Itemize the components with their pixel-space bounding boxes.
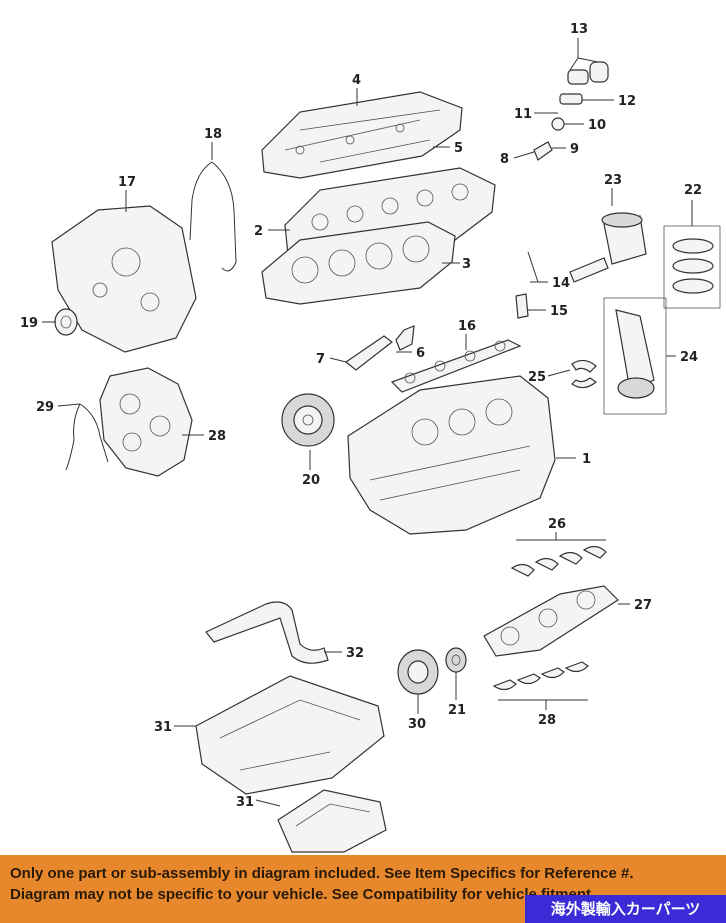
valve-lifter xyxy=(395,325,415,351)
cam-sprocket xyxy=(281,393,335,447)
callout-31-lower: 31 xyxy=(236,795,254,810)
piston-rings xyxy=(663,225,721,309)
valve-cover xyxy=(261,91,463,179)
crank-sprocket xyxy=(445,647,467,673)
callout-11: 11 xyxy=(514,107,532,122)
crank-pulley xyxy=(397,649,439,695)
callout-labels: 1 2 3 4 5 6 7 8 9 10 11 12 13 14 15 16 1… xyxy=(20,22,702,810)
callout-15: 15 xyxy=(550,304,568,319)
callout-6: 6 xyxy=(416,346,425,361)
callout-16: 16 xyxy=(458,319,476,334)
callout-17: 17 xyxy=(118,175,136,190)
engine-parts-diagram: 1 2 3 4 5 6 7 8 9 10 11 12 13 14 15 16 1… xyxy=(20,22,721,853)
disclaimer-line-1: Only one part or sub-assembly in diagram… xyxy=(10,865,634,882)
connecting-rod xyxy=(603,297,667,415)
callout-8: 8 xyxy=(500,152,509,167)
callout-23: 23 xyxy=(604,173,622,188)
engine-block xyxy=(347,375,556,535)
head-gasket xyxy=(261,221,456,305)
callout-24: 24 xyxy=(680,350,698,365)
callout-9: 9 xyxy=(570,142,579,157)
rear-cover-gasket xyxy=(65,403,109,471)
sensor xyxy=(515,293,529,319)
callout-3: 3 xyxy=(462,257,471,272)
rod-bearings xyxy=(571,359,598,389)
callout-2: 2 xyxy=(254,224,263,239)
main-bearings-upper xyxy=(510,545,607,577)
disclaimer-text: Only one part or sub-assembly in diagram… xyxy=(10,863,700,905)
oil-pan-lower xyxy=(277,789,387,853)
leader-lines xyxy=(42,38,693,807)
crankshaft xyxy=(483,585,619,657)
callout-27: 27 xyxy=(634,598,652,613)
front-seal xyxy=(54,308,78,336)
callout-29: 29 xyxy=(36,400,54,415)
callout-31-upper: 31 xyxy=(154,720,172,735)
callout-19: 19 xyxy=(20,316,38,331)
piston-assembly xyxy=(569,212,647,283)
callout-14: 14 xyxy=(552,276,570,291)
callout-4: 4 xyxy=(352,73,361,88)
oil-pickup-tube xyxy=(205,601,329,664)
callout-18: 18 xyxy=(204,127,222,142)
callout-12: 12 xyxy=(618,94,636,109)
callout-28-upper: 28 xyxy=(208,429,226,444)
main-bearings-lower xyxy=(492,661,589,691)
callout-7: 7 xyxy=(316,352,325,367)
rocker-arm xyxy=(344,335,393,371)
oil-pan-upper xyxy=(195,675,385,795)
callout-28-lower: 28 xyxy=(538,713,556,728)
camshaft xyxy=(390,339,522,393)
callout-1: 1 xyxy=(582,452,591,467)
shop-banner: 海外製輸入カーパーツ xyxy=(525,895,726,923)
callout-13: 13 xyxy=(570,22,588,37)
callout-20: 20 xyxy=(302,473,320,488)
rear-cover-plate xyxy=(99,367,193,477)
valve-train-small-parts xyxy=(533,61,609,161)
callout-22: 22 xyxy=(684,183,702,198)
callout-5: 5 xyxy=(454,141,463,156)
callout-21: 21 xyxy=(448,703,466,718)
callout-10: 10 xyxy=(588,118,606,133)
callout-26: 26 xyxy=(548,517,566,532)
timing-cover-gasket xyxy=(189,161,237,272)
dipstick-tube xyxy=(527,251,539,283)
disclaimer-line-2: Diagram may not be specific to your vehi… xyxy=(10,886,596,903)
callout-25: 25 xyxy=(528,370,546,385)
callout-32: 32 xyxy=(346,646,364,661)
callout-30: 30 xyxy=(408,717,426,732)
